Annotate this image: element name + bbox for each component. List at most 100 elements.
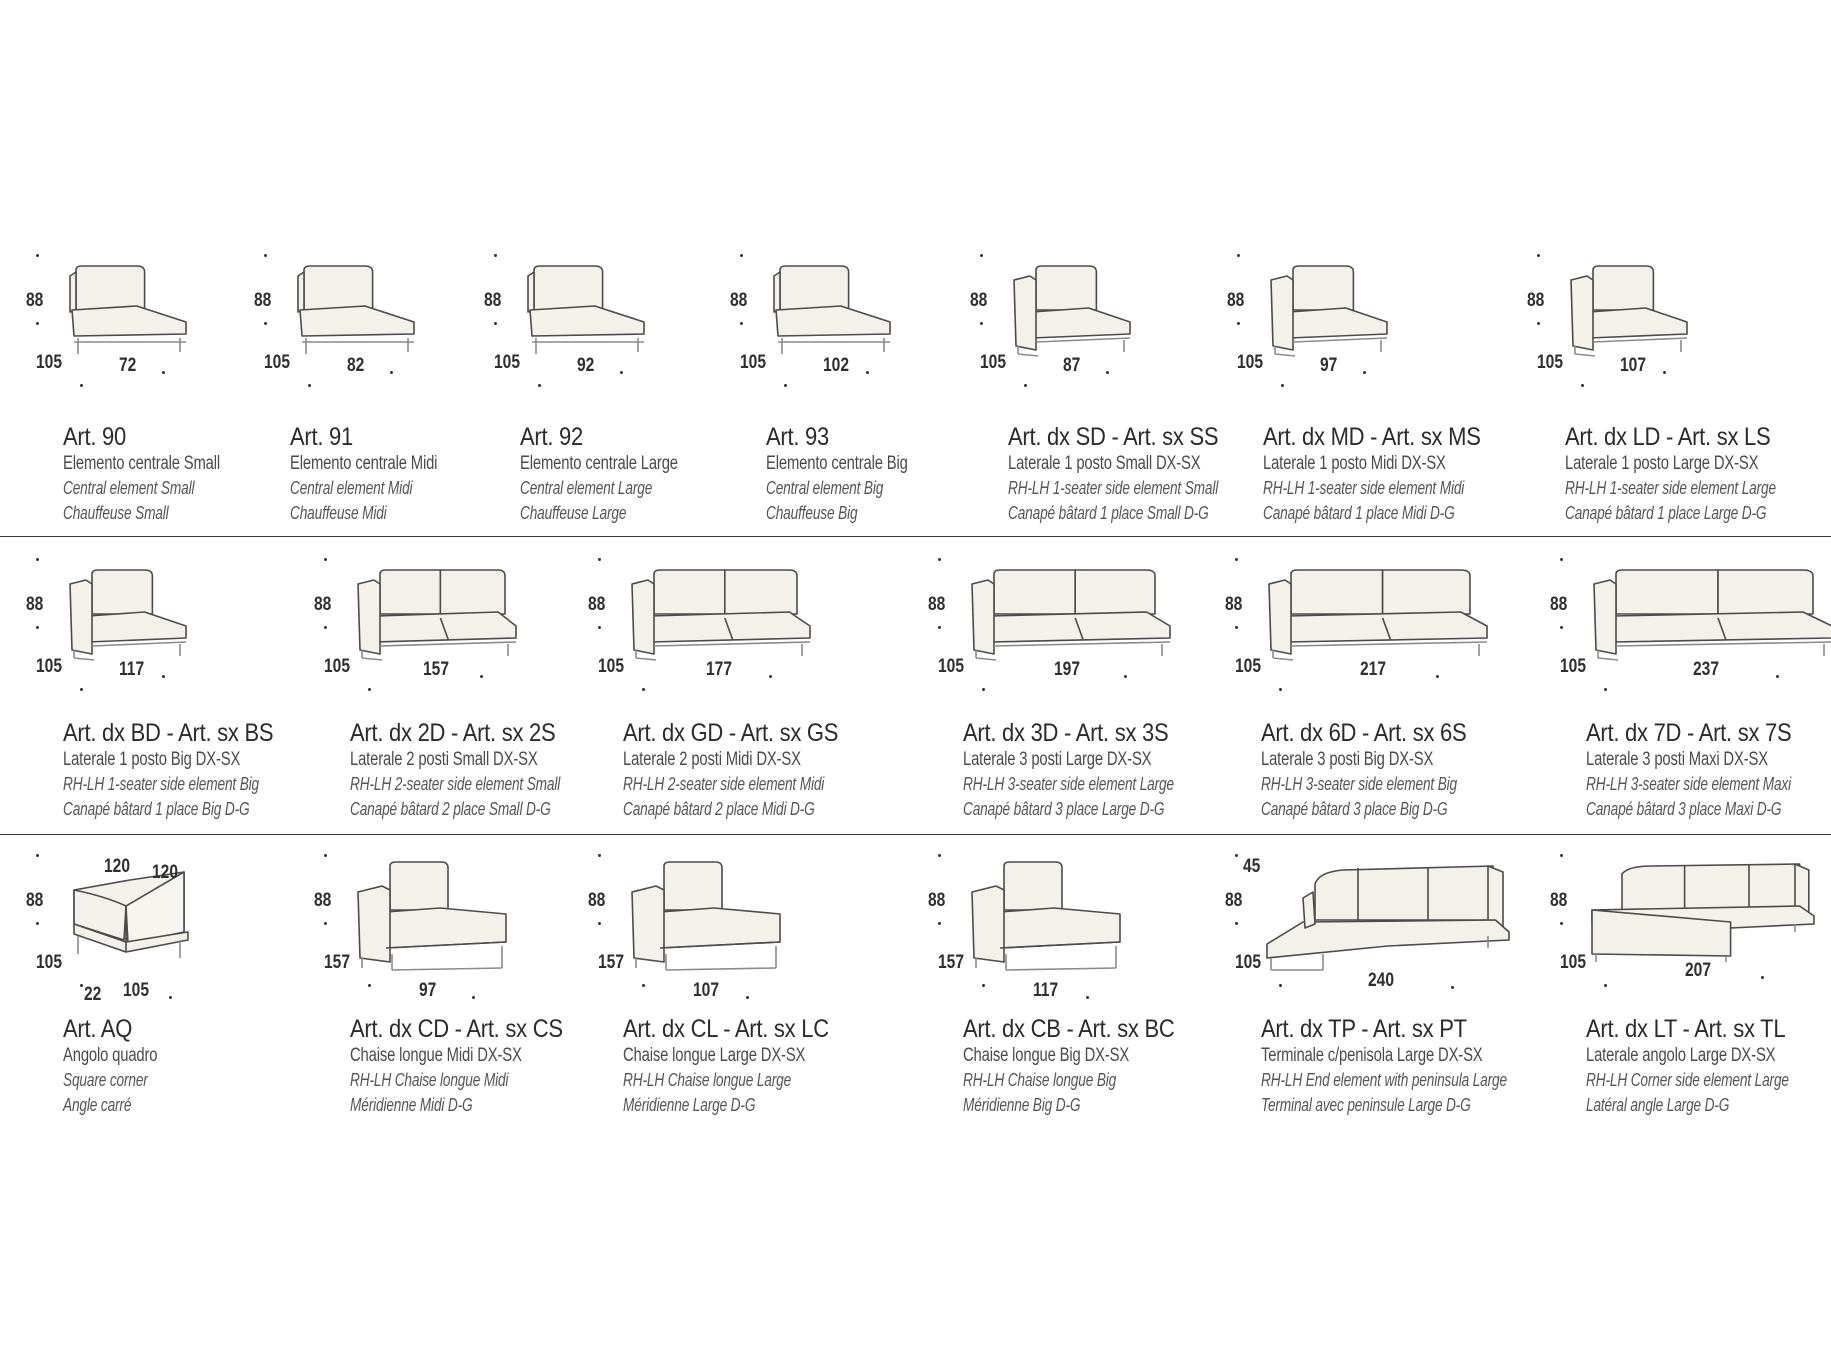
description-english: RH-LH 1-seater side element Big [63, 774, 260, 794]
dimension-dot [768, 675, 772, 678]
dimension-dot [308, 384, 311, 387]
description-english: RH-LH End element with peninsula Large [1261, 1070, 1507, 1090]
width-dimension: 92 [576, 355, 594, 376]
depth-dimension: 157 [938, 952, 964, 973]
description-italian: Laterale 1 posto Large DX-SX [1565, 453, 1759, 474]
dimension-dot [1775, 675, 1779, 678]
dimension-dot [324, 854, 327, 857]
description-english: RH-LH 1-seater side element Large [1565, 478, 1776, 498]
dimension-dot [1279, 984, 1282, 987]
description-english: RH-LH 1-seater side element Small [1008, 478, 1219, 498]
dimension-dot [1581, 384, 1584, 387]
height-dimension: 88 [1527, 290, 1545, 311]
width-dimension: 177 [705, 659, 732, 680]
width-dimension: 207 [1684, 960, 1711, 981]
dimension-dot [982, 984, 985, 987]
width-dimension: 82 [346, 355, 364, 376]
dimension-dot [746, 996, 749, 999]
sofa-drawing [522, 262, 652, 357]
description-italian: Laterale 2 posti Midi DX-SX [623, 749, 801, 770]
product-code: Art. dx MD - Art. sx MS [1263, 423, 1481, 451]
row-divider [0, 834, 1831, 835]
dimension-dot [619, 371, 623, 374]
height-dimension: 88 [1227, 290, 1245, 311]
width-dimension: 87 [1062, 355, 1080, 376]
height-dimension: 88 [928, 594, 946, 615]
description-italian: Chaise longue Midi DX-SX [350, 1045, 522, 1066]
description-english: RH-LH Chaise longue Large [623, 1070, 792, 1090]
dimension-dot [538, 384, 541, 387]
description-english: RH-LH Chaise longue Midi [350, 1070, 509, 1090]
dimension-dot [1560, 558, 1563, 561]
height-dimension: 88 [314, 594, 332, 615]
depth-dimension: 105 [1560, 656, 1586, 677]
dimension-dot [80, 688, 83, 691]
product-code: Art. 91 [290, 423, 353, 451]
description-english: Central element Large [520, 478, 653, 498]
description-english: Central element Midi [290, 478, 413, 498]
height-dimension: 88 [1225, 890, 1243, 911]
product-code: Art. dx LT - Art. sx TL [1586, 1015, 1786, 1043]
dimension-dot [1123, 675, 1127, 678]
product-code: Art. dx GD - Art. sx GS [623, 719, 839, 747]
height-dimension: 88 [484, 290, 502, 311]
description-italian: Chaise longue Big DX-SX [963, 1045, 1130, 1066]
width-dimension: 107 [1619, 355, 1646, 376]
sofa-drawing [292, 262, 422, 357]
description-english: Central element Small [63, 478, 195, 498]
width-dimension: 97 [419, 980, 437, 1001]
dimension-dot [1450, 986, 1454, 989]
description-french: Latéral angle Large D-G [1586, 1095, 1730, 1115]
sofa-drawing [64, 566, 194, 661]
depth-dimension: 105 [938, 656, 964, 677]
description-english: RH-LH 2-seater side element Midi [623, 774, 825, 794]
description-italian: Elemento centrale Midi [290, 453, 438, 474]
product-code: Art. 92 [520, 423, 583, 451]
dimension-dot [324, 558, 327, 561]
dimension-dot [938, 922, 941, 925]
description-french: Canapé bâtard 3 place Maxi D-G [1586, 799, 1782, 819]
dimension-dot [494, 254, 497, 257]
description-italian: Chaise longue Large DX-SX [623, 1045, 806, 1066]
row-divider [0, 536, 1831, 537]
description-french: Canapé bâtard 2 place Small D-G [350, 799, 551, 819]
product-code: Art. 90 [63, 423, 126, 451]
product-code: Art. dx TP - Art. sx PT [1261, 1015, 1467, 1043]
width-dimension-3: 120 [152, 862, 178, 883]
product-code: Art. dx 6D - Art. sx 6S [1261, 719, 1467, 747]
dimension-dot [264, 254, 267, 257]
height-dimension: 88 [1550, 594, 1568, 615]
product-code: Art. dx LD - Art. sx LS [1565, 423, 1771, 451]
depth-dimension: 105 [264, 352, 290, 373]
description-italian: Laterale 1 posto Midi DX-SX [1263, 453, 1446, 474]
description-french: Canapé bâtard 1 place Midi D-G [1263, 503, 1455, 523]
height-dimension: 88 [26, 594, 44, 615]
dimension-dot [36, 854, 39, 857]
description-french: Canapé bâtard 1 place Large D-G [1565, 503, 1767, 523]
height-dimension: 88 [254, 290, 272, 311]
depth-dimension: 105 [324, 656, 350, 677]
description-english: Square corner [63, 1070, 148, 1090]
description-english: RH-LH Chaise longue Big [963, 1070, 1117, 1090]
description-english: RH-LH 2-seater side element Small [350, 774, 561, 794]
dimension-dot [36, 922, 39, 925]
sofa-drawing [352, 566, 522, 661]
width-dimension: 72 [118, 355, 136, 376]
dimension-dot [982, 688, 985, 691]
description-italian: Laterale 1 posto Big DX-SX [63, 749, 241, 770]
sofa-drawing [1588, 566, 1831, 661]
product-code: Art. dx CB - Art. sx BC [963, 1015, 1175, 1043]
description-french: Canapé bâtard 1 place Small D-G [1008, 503, 1209, 523]
description-italian: Elemento centrale Small [63, 453, 221, 474]
depth-dimension: 105 [494, 352, 520, 373]
sofa-drawing [1008, 262, 1138, 357]
width-dimension-2: 45 [1243, 856, 1261, 877]
dimension-dot [1086, 996, 1089, 999]
description-italian: Elemento centrale Big [766, 453, 908, 474]
dimension-dot [389, 371, 393, 374]
